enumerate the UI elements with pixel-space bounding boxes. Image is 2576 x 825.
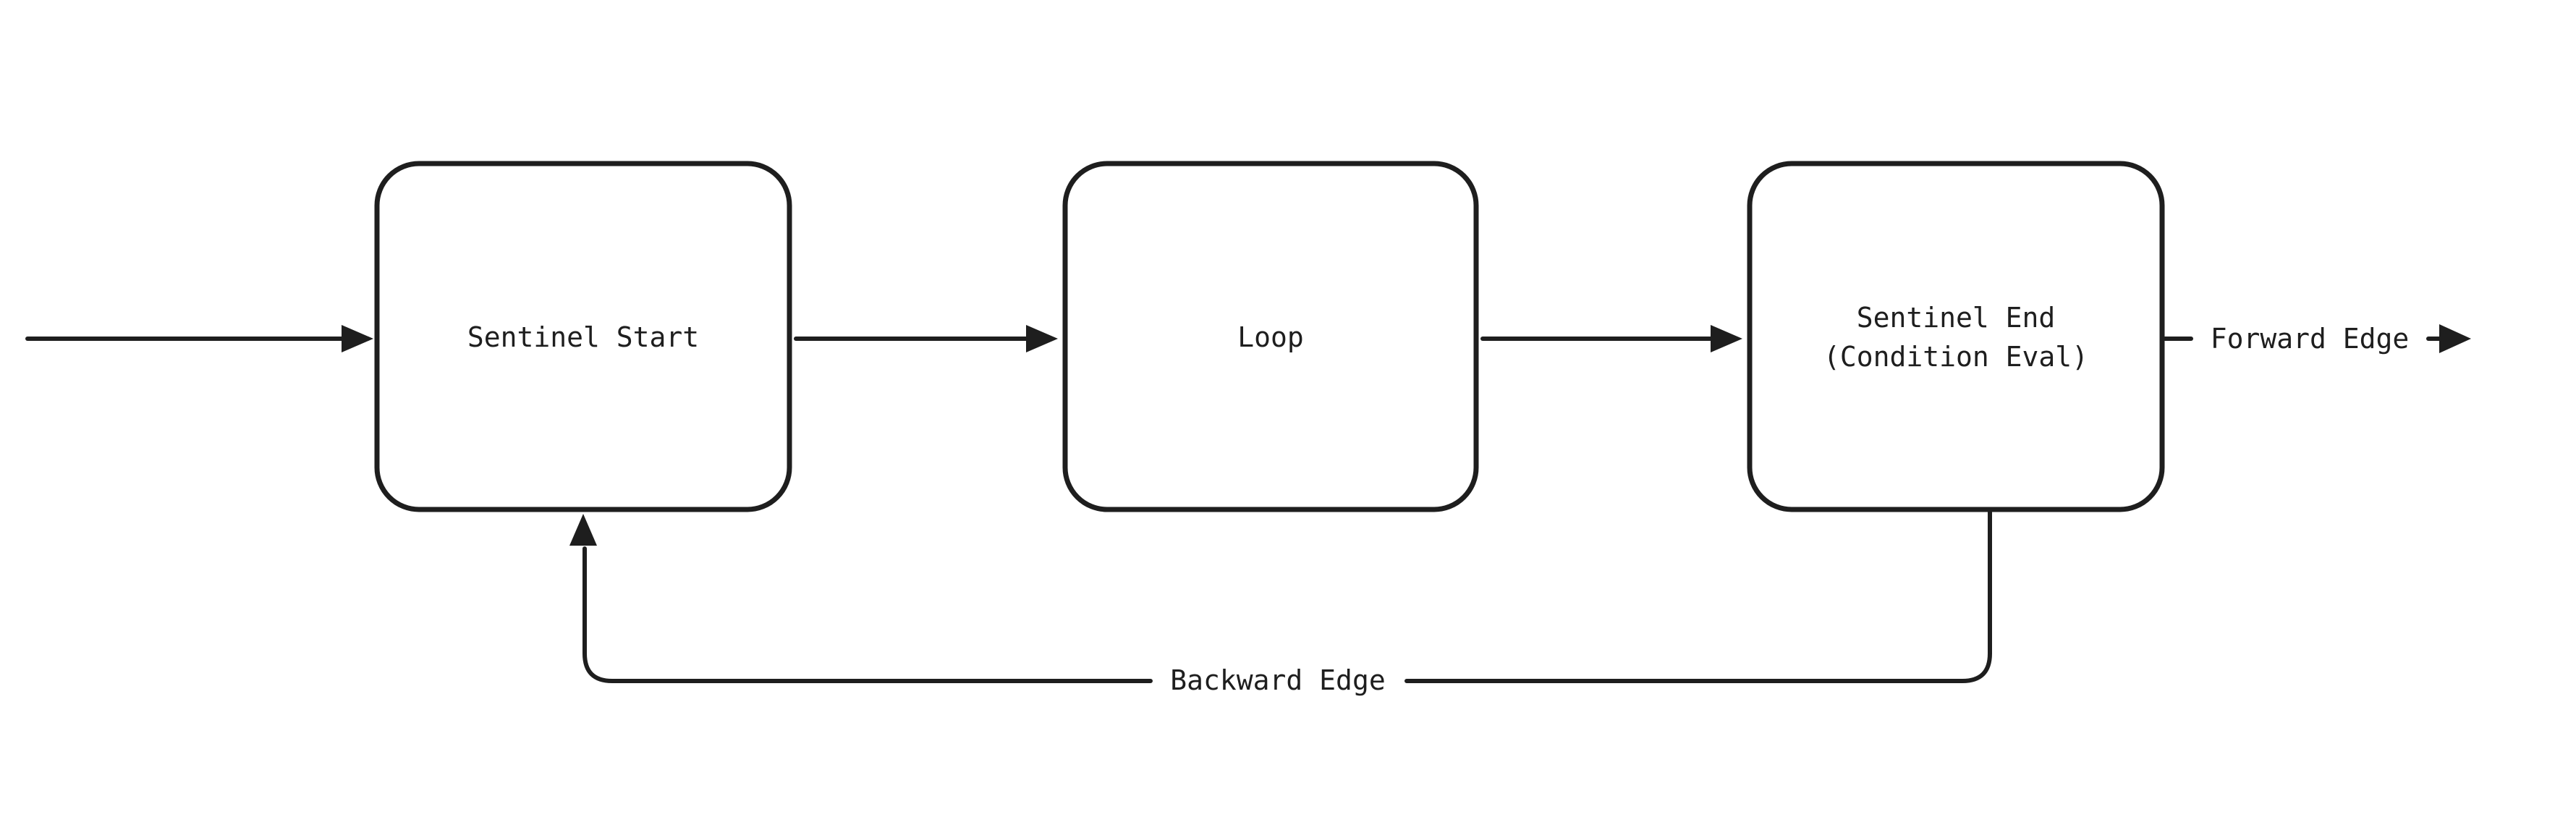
node-loop-label: Loop — [1237, 321, 1304, 353]
node-sentinel-end-label-line1: Sentinel End — [1857, 302, 2056, 334]
forward-edge-label: Forward Edge — [2211, 323, 2410, 355]
label-layer: Sentinel Start Loop Sentinel End (Condit… — [467, 302, 2409, 696]
arrowhead-layer — [342, 324, 2471, 546]
node-sentinel-end-label-line2: (Condition Eval) — [1823, 341, 2088, 373]
edge-backward-left-line — [582, 546, 1153, 683]
node-sentinel-end — [1747, 161, 2165, 512]
loop-to-end-arrowhead-icon — [1711, 325, 1742, 352]
node-sentinel-start-label: Sentinel Start — [467, 321, 699, 353]
entry-arrowhead-icon — [342, 325, 373, 352]
edge-layer — [25, 337, 2444, 683]
backward-edge-label: Backward Edge — [1170, 664, 1385, 696]
node-sentinel-start — [374, 161, 792, 512]
node-loop — [1062, 161, 1479, 512]
node-layer — [374, 161, 2165, 512]
start-to-loop-arrowhead-icon — [1026, 325, 1058, 352]
backward-edge-arrowhead-icon — [569, 514, 597, 546]
edge-backward-right-line — [1404, 509, 1992, 683]
forward-edge-arrowhead-icon — [2439, 324, 2471, 353]
